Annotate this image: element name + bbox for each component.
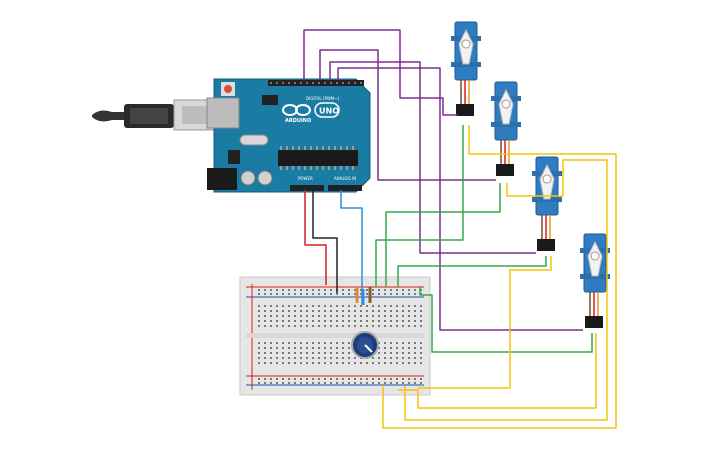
servo-motor-3[interactable] [532, 156, 562, 251]
arduino-uno-board[interactable]: DIGITAL (PWM~) ARDUINO UNO POWER ANALOG … [206, 78, 371, 193]
wire-signal-purple-3[interactable] [329, 61, 536, 254]
wire-signal-purple-2[interactable] [319, 49, 496, 181]
wire-gnd-yellow-4[interactable] [398, 333, 597, 409]
power-label: POWER [298, 176, 313, 181]
usb-cable[interactable] [92, 99, 225, 131]
arduino-logo: ARDUINO UNO [282, 102, 340, 124]
wire-power-green-1[interactable] [385, 183, 501, 287]
power-jack [207, 168, 237, 190]
servo-motor-1[interactable] [451, 21, 481, 116]
analog-label: ANALOG IN [334, 176, 356, 181]
breadboard-holes[interactable] [258, 289, 422, 384]
wire-a0-blue[interactable] [340, 190, 363, 305]
model-label: UNO [319, 107, 339, 116]
servo-group[interactable] [451, 21, 610, 328]
atmega-chip [278, 150, 358, 166]
power-header[interactable] [290, 185, 324, 191]
servo-motor-2[interactable] [491, 81, 521, 176]
digital-label: DIGITAL (PWM~) [306, 96, 340, 101]
wire-5v-red[interactable] [304, 190, 327, 285]
wire-gnd-yellow-3[interactable] [418, 256, 552, 389]
potentiometer[interactable] [351, 331, 379, 359]
breadboard[interactable] [239, 276, 431, 396]
wire-signal-purple-4[interactable] [337, 67, 583, 331]
digital-header[interactable] [268, 80, 364, 86]
wire-signal-purple-1[interactable] [303, 29, 458, 116]
wire-power-green-3[interactable] [397, 256, 547, 287]
analog-header[interactable] [328, 185, 362, 191]
wire-power-green-4[interactable] [419, 287, 593, 353]
wire-gnd-black[interactable] [312, 190, 338, 293]
wire-gnd-yellow-1[interactable] [382, 125, 617, 429]
servo-motor-4[interactable] [580, 233, 610, 328]
wire-power-green-2[interactable] [375, 125, 464, 287]
svg-text:ARDUINO: ARDUINO [285, 118, 311, 124]
wire-gnd-yellow-2[interactable] [404, 159, 608, 421]
